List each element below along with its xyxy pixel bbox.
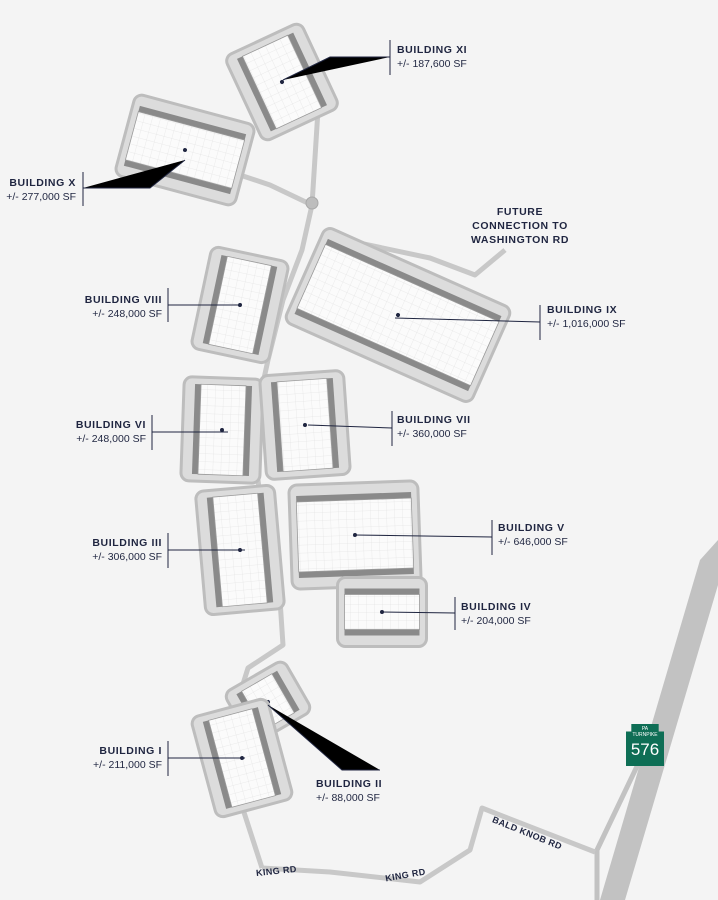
future-connection [344,237,507,278]
loading-dock [325,238,502,322]
label-building-v: BUILDING V +/- 646,000 SF [498,521,568,549]
building-xi-footprint [225,22,339,142]
loading-dock [138,105,247,141]
building-size: +/- 204,000 SF [461,615,531,627]
loading-dock [202,720,232,809]
building-size: +/- 187,600 SF [397,58,467,70]
building-size: +/- 360,000 SF [397,428,467,440]
building-size: +/- 277,000 SF [6,191,76,203]
building-size: +/- 248,000 SF [76,433,146,445]
building-size: +/- 306,000 SF [92,551,162,563]
building-name: BUILDING VIII [84,294,162,306]
label-building-vi: BUILDING VI +/- 248,000 SF [44,418,146,446]
king-rd [261,805,596,885]
loading-dock [202,255,228,345]
building-vi-footprint [179,375,265,485]
loading-dock [252,265,278,355]
loading-dock [270,381,284,473]
building-name: BUILDING XI [397,44,468,56]
building-ix-footprint [284,227,512,403]
future-line-2: CONNECTION TO [472,220,568,232]
building-name: BUILDING II [316,778,383,790]
building-size: +/- 646,000 SF [498,536,568,548]
shield-number: 576 [630,740,660,759]
building-name: BUILDING III [92,537,162,549]
loading-dock [294,308,471,392]
building-name: BUILDING IV [461,601,532,613]
loading-dock [271,670,300,713]
loading-dock [344,629,420,636]
loading-dock [257,492,274,603]
loading-dock [344,588,420,595]
building-name: BUILDING VI [75,419,146,431]
label-building-xi: BUILDING XI +/- 187,600 SF [397,43,467,71]
label-building-viii: BUILDING VIII +/- 248,000 SF [60,293,162,321]
loading-dock [236,56,277,132]
leader-lines [82,40,541,776]
shield-turnpike: TURNPIKE [632,732,658,738]
leader-dot [396,313,400,317]
shield-pa: PA [641,726,649,732]
building-x-footprint [114,93,256,207]
label-building-x: BUILDING X +/- 277,000 SF [4,176,76,204]
building-name: BUILDING X [9,177,76,189]
loading-dock [123,159,232,195]
loading-dock [191,384,202,475]
road-to-building-x [239,172,314,208]
loading-dock [296,492,412,503]
building-size: +/- 1,016,000 SF [547,318,626,330]
label-building-iii: BUILDING III +/- 306,000 SF [60,536,162,564]
label-future-connection: FUTURE CONNECTION TO WASHINGTON RD [450,205,590,247]
label-building-vii: BUILDING VII +/- 360,000 SF [397,413,471,441]
building-size: +/- 211,000 SF [93,759,162,771]
leader-dot [183,148,187,152]
turnpike-highway [600,540,718,900]
leader-dot [303,423,307,427]
building-vii-footprint [258,369,352,481]
future-line-3: WASHINGTON RD [470,234,570,246]
label-building-ix: BUILDING IX +/- 1,016,000 SF [547,303,626,331]
roundabout [305,196,319,210]
loading-dock [206,497,223,608]
building-size: +/- 248,000 SF [92,308,162,320]
loading-dock [326,377,340,469]
loading-dock [242,385,253,476]
building-size: +/- 88,000 SF [316,792,380,804]
building-name: BUILDING I [99,745,162,757]
leader-dot [280,80,284,84]
label-building-ii: BUILDING II +/- 88,000 SF [316,777,382,805]
loading-dock [252,707,282,796]
future-line-1: FUTURE [496,206,544,218]
building-name: BUILDING IX [547,304,618,316]
leader-dot [220,428,224,432]
label-building-i: BUILDING I +/- 211,000 SF [60,744,162,772]
building-name: BUILDING V [498,522,565,534]
building-name: BUILDING VII [397,414,471,426]
label-building-iv: BUILDING IV +/- 204,000 SF [461,600,531,628]
loading-dock [298,567,414,578]
